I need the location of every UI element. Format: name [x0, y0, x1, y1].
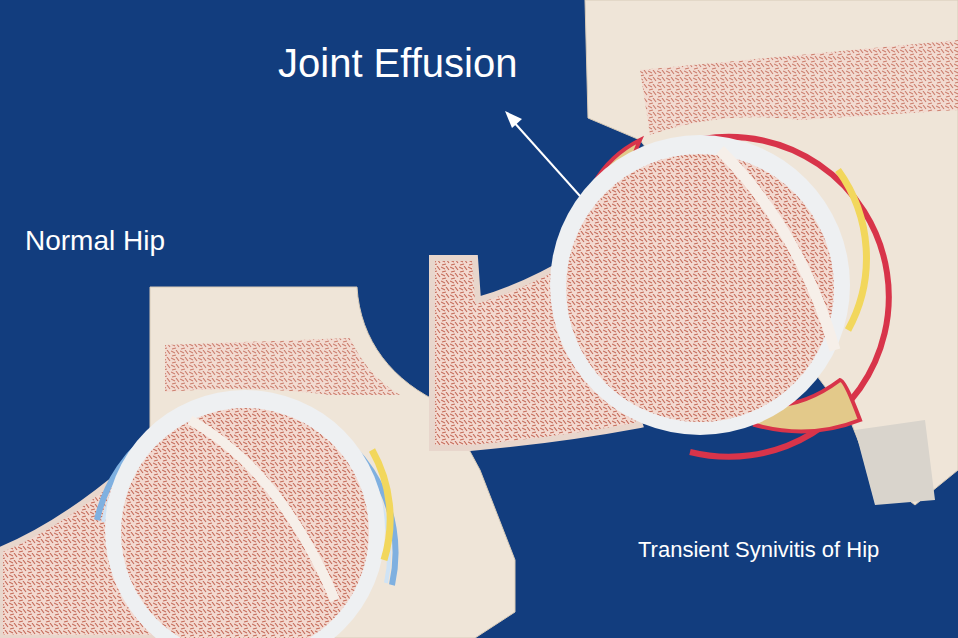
labrum	[372, 450, 390, 560]
growth-plate	[720, 150, 835, 350]
pelvis-cancellous	[165, 338, 400, 395]
articular-cartilage	[550, 135, 850, 435]
femoral-head	[121, 408, 369, 638]
pelvis-cancellous	[640, 40, 958, 135]
leader-line	[512, 120, 580, 196]
labrum	[838, 170, 866, 330]
articular-cartilage	[105, 390, 385, 638]
figure-label: Transient Synivitis of Hip	[638, 537, 879, 562]
femoral-head	[566, 154, 834, 422]
figure-label: Normal Hip	[25, 225, 165, 257]
leader-arrowhead	[505, 111, 522, 128]
growth-plate	[190, 420, 335, 600]
ligament	[855, 420, 935, 505]
figure-label: Joint Effusion	[278, 40, 517, 86]
